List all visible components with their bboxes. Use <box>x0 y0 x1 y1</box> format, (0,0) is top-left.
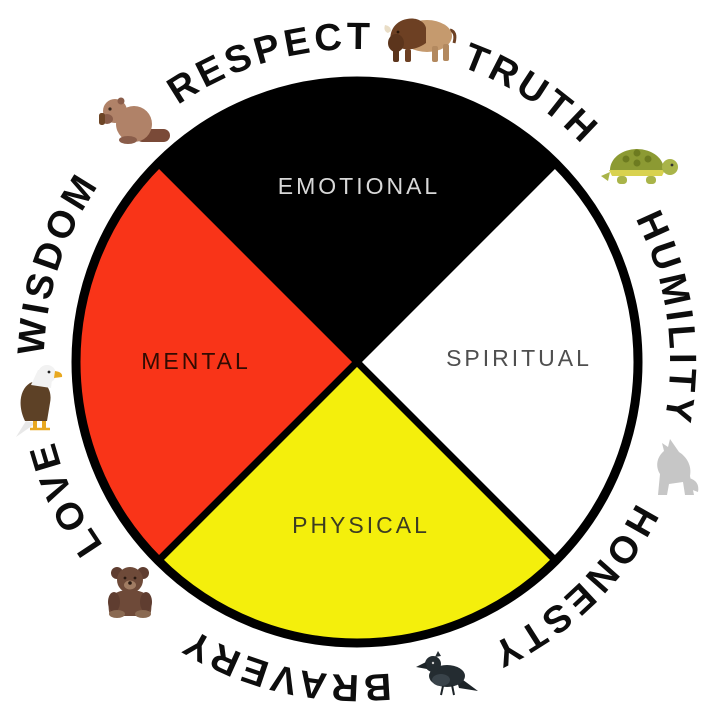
ring-animals <box>16 18 699 696</box>
quadrant-divider <box>155 160 559 564</box>
wheel-outer-ring <box>71 76 643 648</box>
quadrant-label-mental: MENTAL <box>141 348 251 374</box>
wheel: EMOTIONAL MENTAL SPIRITUAL PHYSICAL <box>71 76 643 648</box>
quadrant-label-emotional: EMOTIONAL <box>278 173 440 199</box>
quadrant-physical <box>158 362 556 644</box>
quadrant-mental <box>75 163 358 561</box>
beaver-icon <box>99 97 170 144</box>
bear-icon <box>108 567 152 618</box>
wolf-icon <box>657 439 699 495</box>
bison-icon <box>384 18 457 62</box>
turtle-icon <box>601 149 678 184</box>
quadrant-label-spiritual: SPIRITUAL <box>446 345 592 371</box>
quadrant-spiritual <box>357 163 639 561</box>
raven-icon <box>416 651 478 696</box>
quadrant-emotional <box>158 80 556 363</box>
eagle-icon <box>16 365 63 437</box>
quadrant-label-physical: PHYSICAL <box>292 512 430 538</box>
